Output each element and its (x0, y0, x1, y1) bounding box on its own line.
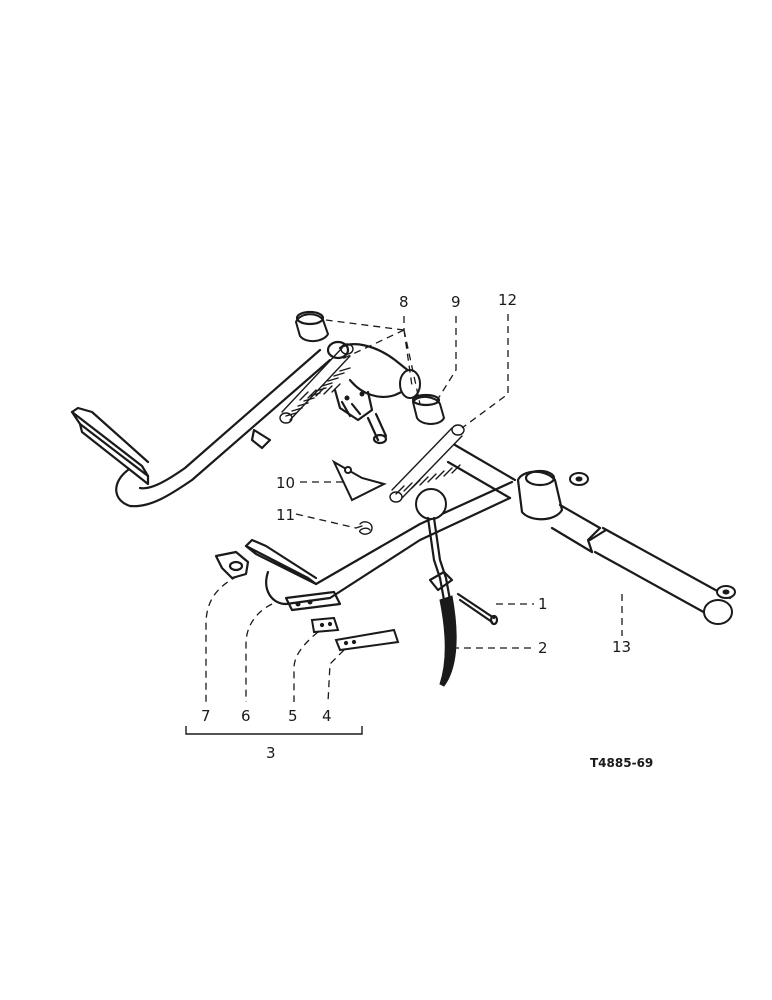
return-spring-upper (279, 343, 354, 424)
hand-lever (415, 488, 457, 687)
callout-11: 11 (276, 506, 295, 524)
callout-10: 10 (276, 474, 295, 492)
callout-12: 12 (498, 291, 517, 309)
callout-7: 7 (201, 707, 211, 725)
washer-lower (716, 585, 736, 599)
callout-4: 4 (322, 707, 332, 725)
spring-12 (389, 424, 465, 503)
clutch-pedal-arm (70, 340, 350, 508)
callout-6: 6 (241, 707, 251, 725)
callout-1: 1 (538, 595, 548, 613)
callout-3: 3 (266, 744, 276, 762)
pivot-bracket (333, 343, 421, 445)
pin-1 (456, 592, 499, 626)
plate-10 (331, 459, 387, 502)
callout-5: 5 (288, 707, 298, 725)
callout-2: 2 (538, 639, 548, 657)
shaft-hub (516, 469, 564, 521)
plate-4 (334, 628, 400, 652)
bushing-left (294, 310, 330, 342)
callouts: 8 9 12 10 11 1 2 13 7 6 5 4 3 T4885-69 (201, 291, 653, 770)
callout-9: 9 (451, 293, 461, 311)
figure-reference: T4885-69 (590, 756, 653, 770)
bushing-right (411, 393, 446, 425)
leader-lines (185, 314, 623, 735)
callout-13: 13 (612, 638, 631, 656)
plate-5 (310, 616, 340, 634)
small-spring-11 (355, 521, 373, 535)
brake-pedal-arm (214, 480, 514, 612)
cross-shaft (446, 443, 733, 625)
callout-8: 8 (399, 293, 409, 311)
washer-upper (569, 472, 589, 486)
